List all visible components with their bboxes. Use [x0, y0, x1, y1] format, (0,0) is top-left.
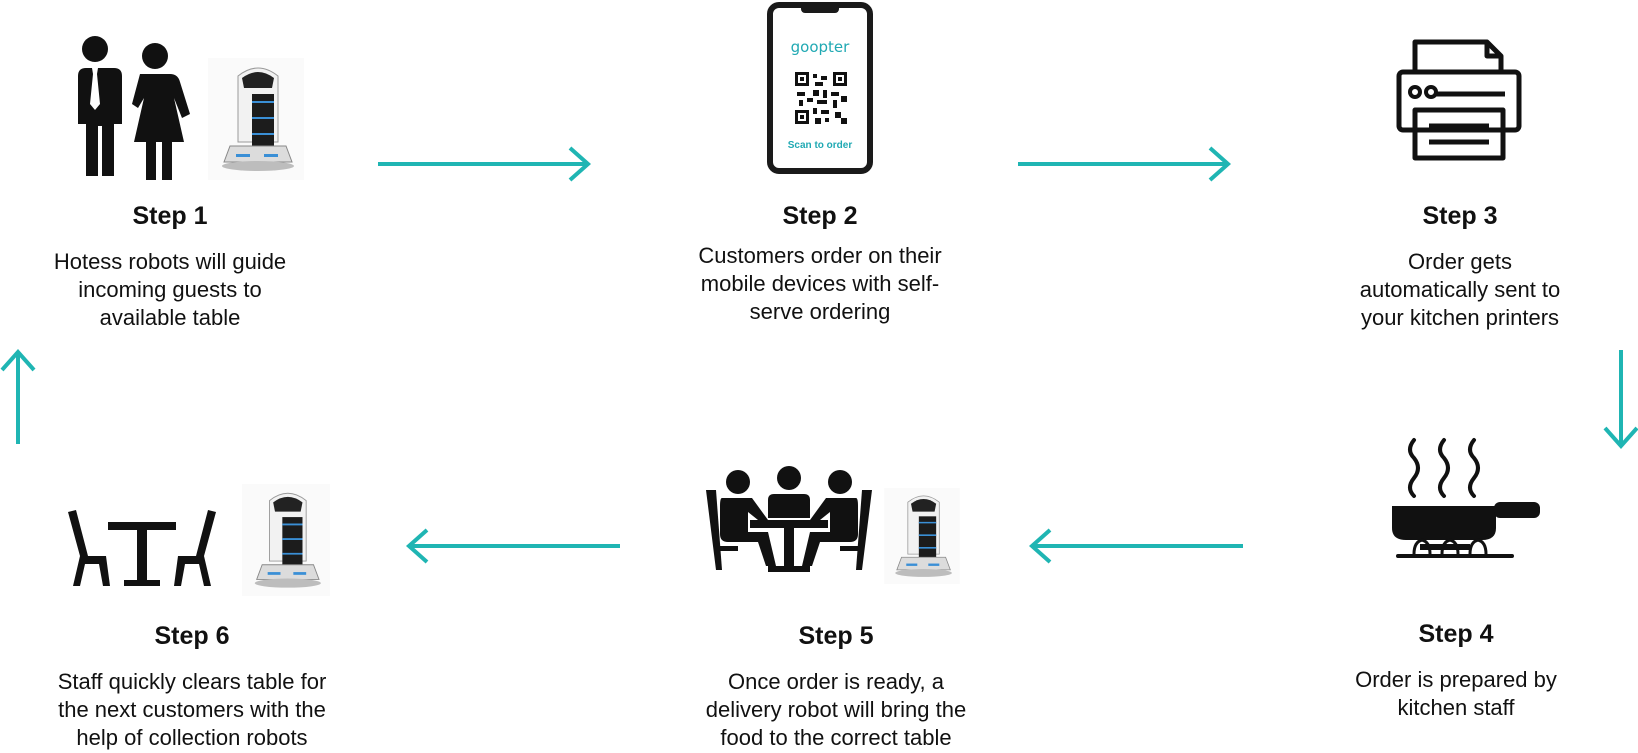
- step-2-description: Customers order on their mobile devices …: [660, 242, 980, 326]
- step-5-description: Once order is ready, a delivery robot wi…: [666, 668, 1006, 752]
- arrow-right-1-2-icon: [378, 140, 593, 180]
- step-5-title: Step 5: [706, 622, 966, 651]
- step-1-line-1: Hotess robots will guide: [20, 248, 320, 276]
- step-3-line-3: your kitchen printers: [1300, 304, 1620, 332]
- frying-pan-icon: [1390, 436, 1550, 570]
- step-1-line-3: available table: [20, 304, 320, 332]
- step-5-line-2: delivery robot will bring the: [666, 696, 1006, 724]
- couple-icon: [64, 36, 190, 180]
- step-5-line-1: Once order is ready, a: [666, 668, 1006, 696]
- step-3-line-1: Order gets: [1300, 248, 1620, 276]
- step-5-line-3: food to the correct table: [666, 724, 1006, 752]
- printer-icon: [1395, 38, 1523, 162]
- step-4-line-1: Order is prepared by: [1296, 666, 1616, 694]
- step-2-line-3: serve ordering: [660, 298, 980, 326]
- arrow-up-6-1-icon: [0, 348, 36, 448]
- collection-robot-icon: [242, 484, 330, 596]
- step-1-title: Step 1: [40, 202, 300, 231]
- diners-at-table-icon: [706, 466, 872, 576]
- step-2-line-1: Customers order on their: [660, 242, 980, 270]
- step-3-description: Order gets automatically sent to your ki…: [1300, 248, 1620, 332]
- arrow-down-3-4-icon: [1604, 350, 1638, 450]
- step-1-line-2: incoming guests to: [20, 276, 320, 304]
- phone-brand: goopter: [773, 38, 867, 56]
- arrow-left-5-6-icon: [405, 530, 620, 570]
- hostess-robot-icon: [208, 58, 304, 180]
- step-2-title: Step 2: [690, 202, 950, 231]
- arrow-right-2-3-icon: [1018, 140, 1233, 180]
- step-2-line-2: mobile devices with self-: [660, 270, 980, 298]
- phone-notch: [801, 6, 839, 13]
- step-4-description: Order is prepared by kitchen staff: [1296, 666, 1616, 722]
- step-3-title: Step 3: [1330, 202, 1590, 231]
- table-chairs-icon: [68, 508, 216, 588]
- step-6-description: Staff quickly clears table for the next …: [22, 668, 362, 752]
- step-6-line-3: help of collection robots: [22, 724, 362, 752]
- delivery-robot-icon: [884, 488, 960, 584]
- step-6-line-1: Staff quickly clears table for: [22, 668, 362, 696]
- step-6-line-2: the next customers with the: [22, 696, 362, 724]
- phone-qr-icon: goopter Scan to order: [767, 2, 873, 174]
- qr-code-icon: [795, 72, 847, 124]
- step-6-title: Step 6: [62, 622, 322, 651]
- arrow-left-4-5-icon: [1028, 530, 1243, 570]
- step-1-description: Hotess robots will guide incoming guests…: [20, 248, 320, 332]
- step-3-line-2: automatically sent to: [1300, 276, 1620, 304]
- phone-scan-to-order: Scan to order: [773, 140, 867, 151]
- step-4-title: Step 4: [1326, 620, 1586, 649]
- step-4-line-2: kitchen staff: [1296, 694, 1616, 722]
